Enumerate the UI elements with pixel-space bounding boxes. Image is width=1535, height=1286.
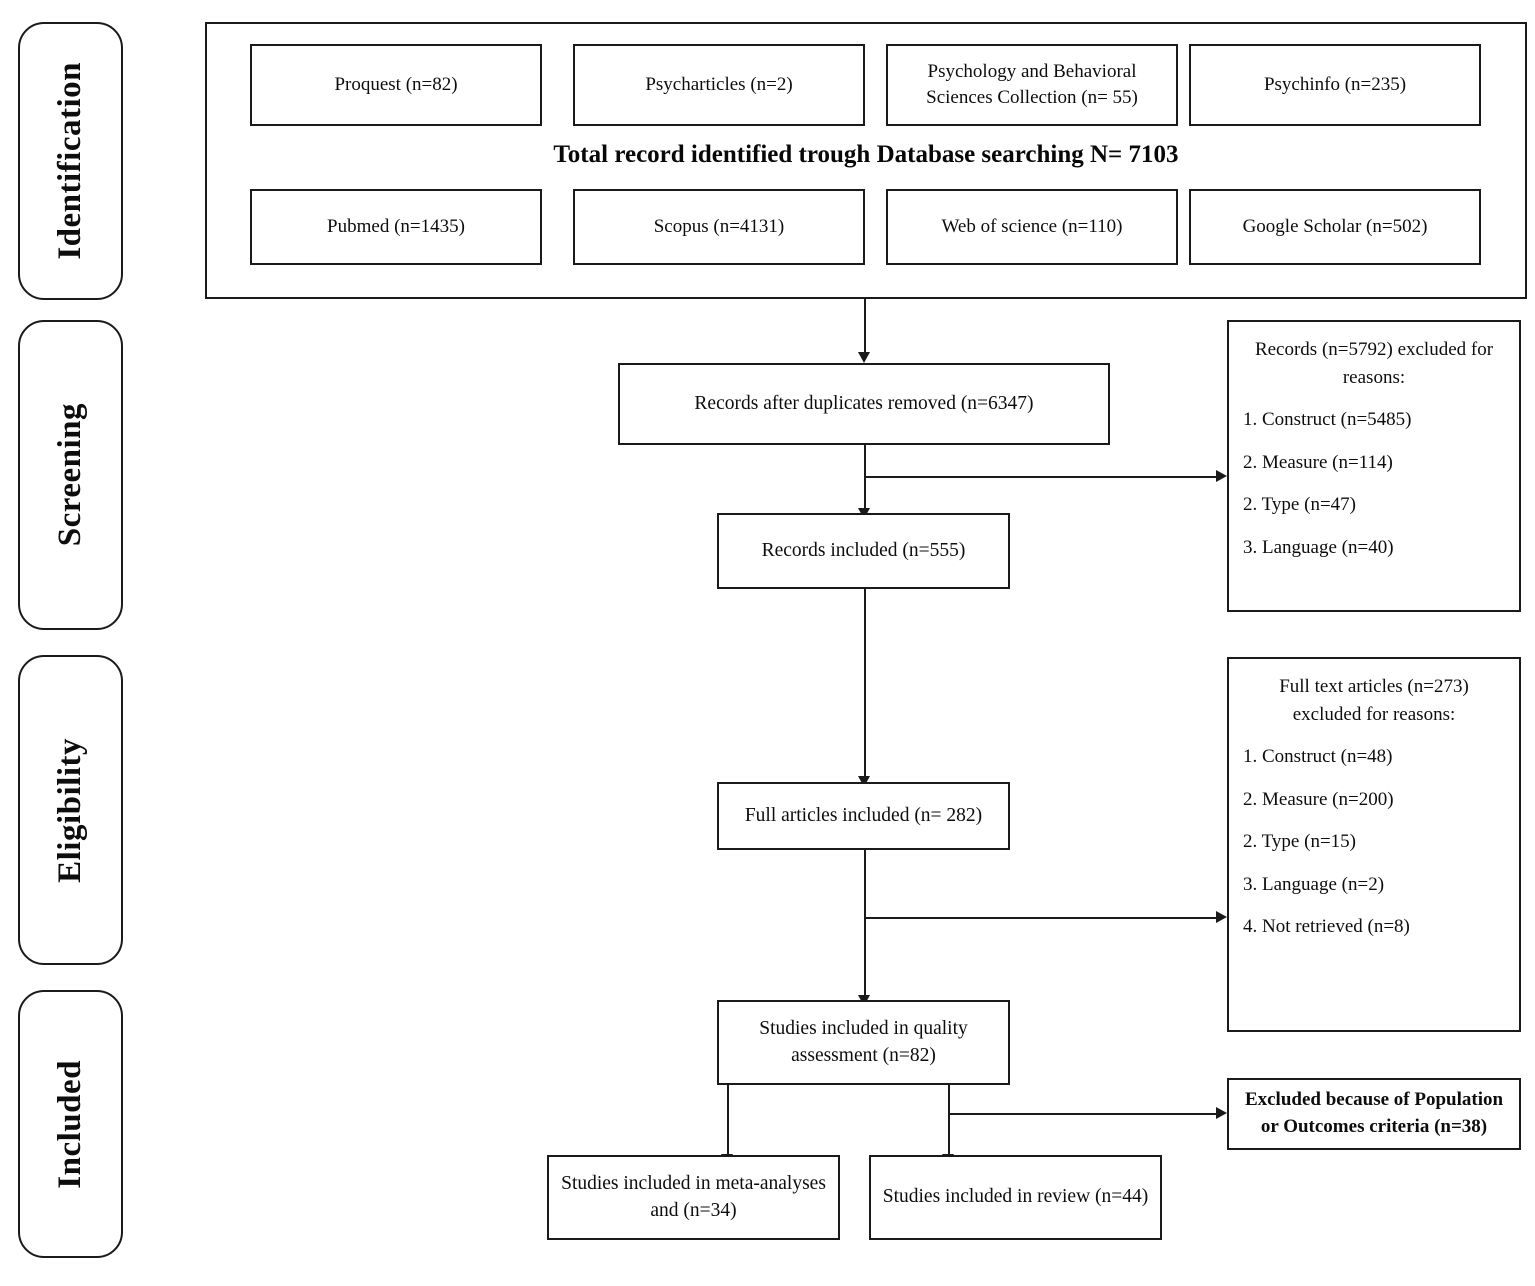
eligibility-excluded-reason-3: 2. Type (n=15) bbox=[1243, 831, 1356, 853]
connector-population-exclusion-line bbox=[948, 1113, 1219, 1115]
connector-records-included-to-full-articles bbox=[864, 589, 866, 781]
records-included-box: Records included (n=555) bbox=[717, 513, 1010, 589]
source-box-pubmed-label: Pubmed (n=1435) bbox=[327, 215, 465, 237]
arrowhead-records-included-to-full-articles bbox=[858, 776, 870, 787]
eligibility-excluded-box: Full text articles (n=273) excluded for … bbox=[1227, 657, 1521, 1032]
screening-excluded-reason-1: 1. Construct (n=5485) bbox=[1243, 409, 1412, 431]
source-box-psycharticles-label: Psycharticles (n=2) bbox=[645, 73, 793, 95]
full-articles-included-label: Full articles included (n= 282) bbox=[744, 804, 983, 826]
full-articles-included-box: Full articles included (n= 282) bbox=[717, 782, 1010, 850]
connector-quality-to-meta bbox=[727, 1085, 729, 1160]
source-box-proquest-label: Proquest (n=82) bbox=[334, 73, 458, 95]
meta-analyses-box: Studies included in meta-analyses and (n… bbox=[547, 1155, 840, 1240]
connector-quality-to-review bbox=[948, 1085, 950, 1160]
arrowhead-eligibility-exclusion bbox=[1216, 911, 1227, 923]
screening-excluded-reason-2: 2. Measure (n=114) bbox=[1243, 451, 1393, 473]
source-box-scopus: Scopus (n=4131) bbox=[573, 189, 865, 265]
source-box-psycharticles: Psycharticles (n=2) bbox=[573, 44, 865, 126]
source-box-pubmed: Pubmed (n=1435) bbox=[250, 189, 542, 265]
meta-analyses-label: Studies included in meta-analyses and (n… bbox=[561, 1172, 826, 1221]
stage-label-eligibility-text: Eligibility bbox=[52, 737, 88, 883]
stage-label-included: Included bbox=[18, 990, 123, 1258]
records-included-label: Records included (n=555) bbox=[761, 539, 966, 561]
eligibility-excluded-head: Full text articles (n=273) excluded for … bbox=[1279, 676, 1469, 725]
arrowhead-population-exclusion bbox=[1216, 1107, 1227, 1119]
eligibility-excluded-reason-4: 3. Language (n=2) bbox=[1243, 873, 1385, 895]
source-box-web-of-science: Web of science (n=110) bbox=[886, 189, 1178, 265]
records-after-duplicates-label: Records after duplicates removed (n=6347… bbox=[694, 392, 1034, 414]
population-excluded-box: Excluded because of Population or Outcom… bbox=[1227, 1078, 1521, 1150]
screening-excluded-box: Records (n=5792) excluded for reasons: 1… bbox=[1227, 320, 1521, 612]
total-records-title-text: Total record identified trough Database … bbox=[553, 141, 1179, 168]
source-box-proquest: Proquest (n=82) bbox=[250, 44, 542, 126]
population-excluded-label: Excluded because of Population or Outcom… bbox=[1244, 1089, 1504, 1137]
connector-identification-to-duplicates bbox=[864, 299, 866, 355]
source-box-scopus-label: Scopus (n=4131) bbox=[653, 215, 785, 237]
stage-label-screening: Screening bbox=[18, 320, 123, 630]
stage-label-screening-text: Screening bbox=[52, 403, 88, 547]
connector-duplicates-to-records-included bbox=[864, 445, 866, 513]
source-box-google-scholar-label: Google Scholar (n=502) bbox=[1242, 215, 1428, 237]
connector-screening-exclusion-line bbox=[864, 476, 1219, 478]
eligibility-excluded-reason-2: 2. Measure (n=200) bbox=[1243, 788, 1394, 810]
stage-label-identification: Identification bbox=[18, 22, 123, 300]
source-box-google-scholar: Google Scholar (n=502) bbox=[1189, 189, 1481, 265]
arrowhead-screening-exclusion bbox=[1216, 470, 1227, 482]
connector-eligibility-exclusion-line bbox=[864, 917, 1219, 919]
quality-assessment-box: Studies included in quality assessment (… bbox=[717, 1000, 1010, 1085]
source-box-psychinfo-label: Psychinfo (n=235) bbox=[1263, 73, 1407, 95]
source-box-psychology-behavioral: Psychology and Behavioral Sciences Colle… bbox=[886, 44, 1178, 126]
stage-label-identification-text: Identification bbox=[52, 62, 88, 260]
screening-excluded-head: Records (n=5792) excluded for reasons: bbox=[1254, 339, 1494, 388]
quality-assessment-label: Studies included in quality assessment (… bbox=[759, 1017, 968, 1066]
review-included-label: Studies included in review (n=44) bbox=[882, 1186, 1149, 1208]
records-after-duplicates-box: Records after duplicates removed (n=6347… bbox=[618, 363, 1110, 445]
arrowhead-identification-to-duplicates bbox=[858, 352, 870, 363]
total-records-title: Total record identified trough Database … bbox=[205, 141, 1527, 169]
stage-label-eligibility: Eligibility bbox=[18, 655, 123, 965]
screening-excluded-reason-3: 2. Type (n=47) bbox=[1243, 494, 1356, 516]
source-box-web-of-science-label: Web of science (n=110) bbox=[941, 215, 1123, 237]
eligibility-excluded-reason-1: 1. Construct (n=48) bbox=[1243, 746, 1393, 768]
eligibility-excluded-reason-5: 4. Not retrieved (n=8) bbox=[1243, 916, 1410, 938]
source-box-psychology-behavioral-label: Psychology and Behavioral Sciences Colle… bbox=[926, 60, 1138, 108]
review-included-box: Studies included in review (n=44) bbox=[869, 1155, 1162, 1240]
connector-full-articles-to-quality bbox=[864, 850, 866, 1000]
source-box-psychinfo: Psychinfo (n=235) bbox=[1189, 44, 1481, 126]
stage-label-included-text: Included bbox=[52, 1059, 88, 1189]
screening-excluded-reason-4: 3. Language (n=40) bbox=[1243, 536, 1394, 558]
